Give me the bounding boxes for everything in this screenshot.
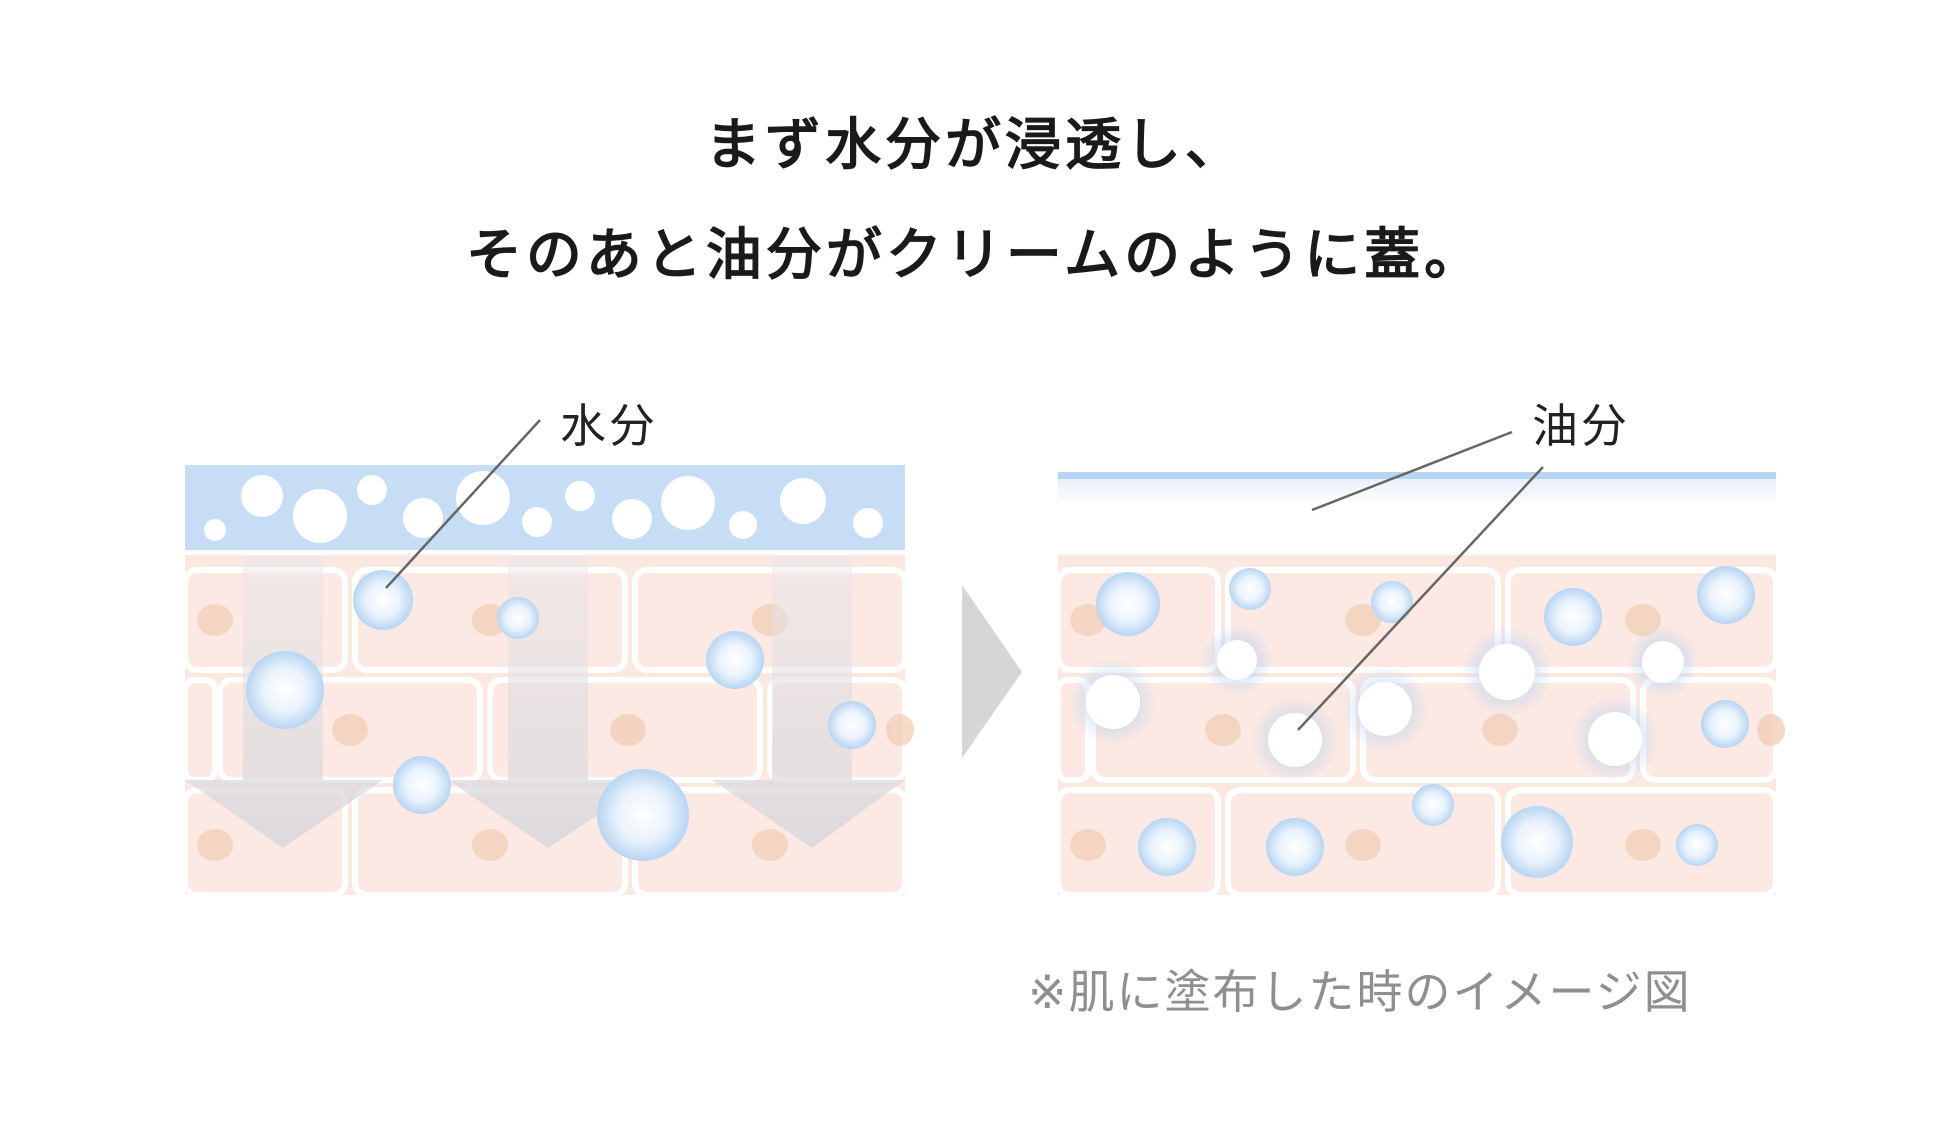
headline-line-2: そのあと油分がクリームのように蓋。	[465, 223, 1485, 288]
left-panel	[182, 419, 914, 898]
water-leader-line	[385, 419, 541, 589]
headline-line-1: まず水分が浸透し、	[705, 113, 1245, 178]
water-droplets-right	[1096, 566, 1755, 878]
oil-film	[1058, 472, 1776, 479]
oil-label: 油分	[1532, 399, 1630, 453]
cell-nuclei-left	[197, 604, 914, 861]
down-arrow-icon	[712, 555, 905, 848]
water-droplets-in-skin	[246, 570, 876, 861]
oil-droplets	[1069, 624, 1699, 784]
image-caption: ※肌に塗布した時のイメージ図	[1028, 965, 1692, 1019]
oil-film-fade	[1058, 479, 1776, 507]
water-bubbles	[204, 471, 883, 543]
next-step-arrow-icon	[962, 585, 1022, 758]
oil-leader-line-film	[1311, 430, 1513, 512]
water-label: 水分	[560, 399, 658, 453]
cell-nuclei-right	[1070, 604, 1785, 861]
right-panel	[1055, 430, 1785, 898]
oil-leader-line-droplet	[1297, 466, 1544, 731]
down-arrow-icon	[448, 555, 650, 848]
